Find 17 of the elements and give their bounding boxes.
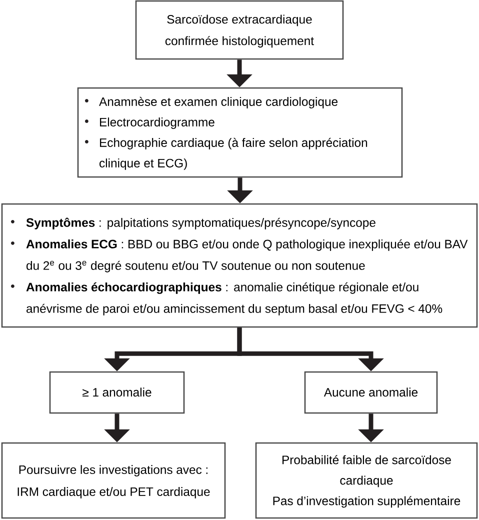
list-item: Anomalies ECG : BBD ou BBG et/ou onde Q pathologique inexpliquée et/ou BAV du 2$^{e}$ ou 3$^{e}$ degré soutenu et/ou TV soutenue ou non soutenue [26, 239, 468, 272]
outcome-text: Pas d’investigation supplémentaire [273, 496, 460, 508]
condition-box: Aucune anomalie [304, 371, 438, 414]
outcome-text: IRM cardiaque et/ou PET cardiaque [18, 487, 210, 498]
start-box: Sarcoïdose extracardiaque confirmée histologiquement [135, 0, 344, 60]
list-item: Anomalies échocardiographiques : anomalie cinétique régionale et/ou anévrisme de paroi et/ou amincissement du septum basal et/ou FEVG < 40% [26, 282, 442, 316]
list-item: Symptômes : palpitations symptomatiques/présyncope/syncope [26, 218, 376, 230]
condition-box: ≥ 1 anomalie [49, 371, 185, 414]
result-box [255, 442, 478, 519]
list-item: Electrocardiogramme [100, 118, 214, 129]
outcome-text: Probabilité faible de sarcoïdose cardiaque [282, 455, 451, 488]
process-box [1, 203, 478, 328]
list-item: Anamnèse et examen clinique cardiologique [99, 96, 338, 108]
outcome-text: Poursuivre les investigations avec : [19, 465, 208, 476]
result-box [1, 442, 226, 519]
process-box [77, 87, 403, 178]
list-item: Echographie cardiaque (à faire selon appréciation clinique et ECG) [100, 138, 368, 170]
